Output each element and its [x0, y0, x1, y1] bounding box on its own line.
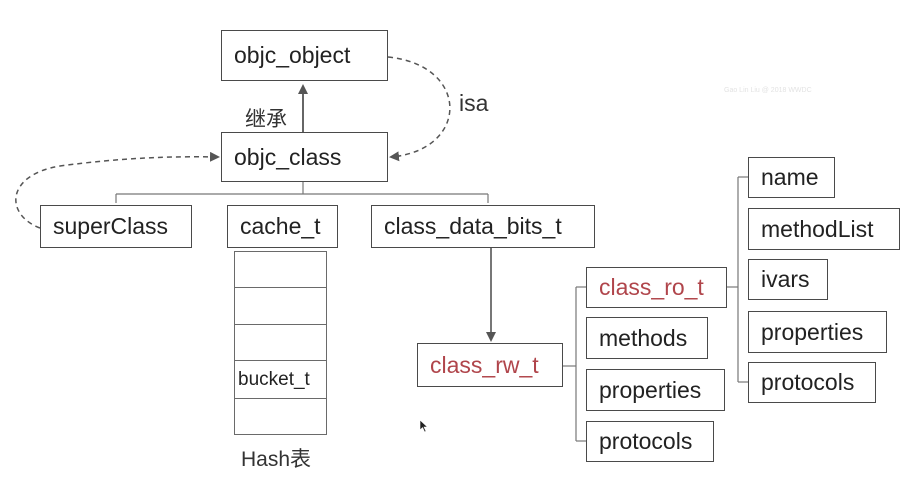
objc-class-node: objc_class: [221, 132, 388, 182]
cache-t-node: cache_t: [227, 205, 338, 248]
isa-arrow: [387, 56, 451, 162]
rw-properties-node: properties: [586, 369, 725, 411]
hash-cell: [234, 251, 327, 288]
superclass-node: superClass: [40, 205, 192, 248]
ro-protocols-node: protocols: [748, 362, 876, 403]
ro-name-node: name: [748, 157, 835, 198]
objc-object-node: objc_object: [221, 30, 388, 81]
isa-label: isa: [459, 90, 489, 116]
watermark: Gao Lin Liu @ 2018 WWDC: [724, 87, 812, 94]
rw-bracket: [563, 286, 586, 442]
ro-bracket: [727, 176, 748, 383]
inherit-label: 继承: [245, 108, 287, 131]
objc-class-bracket: [115, 182, 489, 203]
rw-protocols-node: protocols: [586, 421, 714, 462]
class-data-bits-t-node: class_data_bits_t: [371, 205, 595, 248]
ro-methodlist-node: methodList: [748, 208, 900, 250]
ro-properties-node: properties: [748, 311, 887, 353]
ro-ivars-node: ivars: [748, 259, 828, 300]
mouse-cursor-icon: [419, 419, 429, 433]
bucket-t-cell: bucket_t: [234, 360, 327, 399]
hash-cell: [234, 287, 327, 325]
hash-cell: [234, 324, 327, 361]
superclass-arrow: [15, 151, 220, 229]
hash-table-label: Hash表: [241, 448, 312, 471]
hash-cell: [234, 398, 327, 435]
rw-methods-node: methods: [586, 317, 708, 359]
class-ro-t-node: class_ro_t: [586, 267, 727, 308]
class-rw-t-node: class_rw_t: [417, 343, 563, 387]
